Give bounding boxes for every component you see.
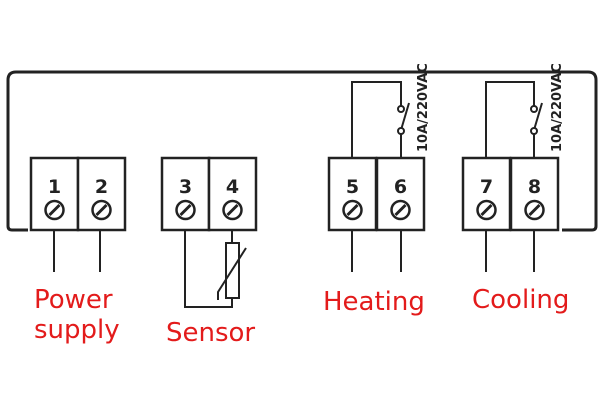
screw-icon — [91, 199, 112, 221]
label-cooling: Cooling — [472, 285, 570, 315]
label-power-supply: Power supply — [34, 285, 120, 345]
screw-icon — [476, 199, 497, 221]
label-sensor: Sensor — [166, 318, 256, 348]
relay-cooling-wire — [485, 81, 535, 158]
screw-slot — [95, 203, 108, 217]
screw-slot — [226, 203, 239, 217]
relay-heating-contact-bottom — [397, 127, 405, 135]
screw-icon — [390, 199, 411, 221]
terminal-8: 8 — [509, 156, 560, 232]
terminal-7: 7 — [461, 156, 512, 232]
screw-icon — [175, 199, 196, 221]
screw-slot — [346, 203, 359, 217]
terminal-number: 1 — [48, 176, 61, 198]
terminal-number: 6 — [394, 176, 407, 198]
terminal-blocks: 1 2 3 4 5 6 7 8 — [29, 156, 560, 232]
screw-icon — [44, 199, 65, 221]
screw-slot — [179, 203, 192, 217]
relay-heating — [351, 81, 410, 158]
label-power-line1: Power — [34, 285, 113, 315]
screw-slot — [528, 203, 541, 217]
relay-cooling — [485, 81, 543, 158]
relay-heating-contact-top — [397, 105, 405, 113]
terminal-number: 8 — [528, 176, 541, 198]
terminal-number: 4 — [226, 176, 239, 198]
relay-cooling-contact-bottom — [530, 127, 538, 135]
screw-slot — [48, 203, 61, 217]
relay-heating-blade — [400, 102, 410, 131]
terminal-number: 7 — [480, 176, 493, 198]
screw-icon — [222, 199, 243, 221]
screw-icon — [524, 199, 545, 221]
terminal-number: 3 — [179, 176, 192, 198]
terminal-2: 2 — [76, 156, 127, 232]
lead-wires — [53, 230, 535, 308]
label-heating: Heating — [323, 287, 425, 317]
screw-icon — [342, 199, 363, 221]
terminal-number: 5 — [346, 176, 359, 198]
controller-housing — [6, 70, 598, 232]
terminal-6: 6 — [375, 156, 426, 232]
screw-slot — [394, 203, 407, 217]
relay-heating-wire — [351, 81, 402, 158]
relay-heating-rating: 10A/220VAC — [416, 63, 431, 152]
wire-sensor-loop — [184, 230, 233, 308]
label-power-line2: supply — [34, 315, 120, 345]
terminal-1: 1 — [29, 156, 80, 232]
terminal-4: 4 — [207, 156, 258, 232]
terminal-5: 5 — [327, 156, 378, 232]
relay-cooling-contact-top — [530, 105, 538, 113]
terminal-3: 3 — [160, 156, 211, 232]
relay-cooling-blade — [533, 102, 543, 131]
thermistor-slash — [217, 247, 247, 300]
relay-cooling-rating: 10A/220VAC — [550, 63, 565, 152]
screw-slot — [480, 203, 493, 217]
terminal-number: 2 — [95, 176, 108, 198]
thermistor-icon — [217, 242, 247, 300]
